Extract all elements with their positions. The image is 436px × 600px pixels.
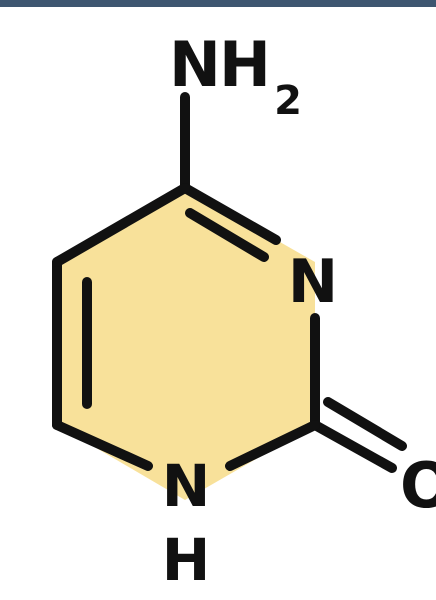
amine-n-label: N [169,28,221,101]
bond-n1-c6 [52,420,153,471]
nh-n-label: N [162,452,211,520]
bond-c4-n3 [180,183,281,245]
bond-c2-o-double [323,397,407,451]
carbonyl-o-label: O [400,449,436,522]
bonds [52,92,407,473]
bond-c5-c4 [52,183,190,267]
bond-c4-n3-double [185,208,269,262]
ring-n-label: N [288,247,338,317]
amine-subscript-label: 2 [274,78,302,124]
bond-c2-n1 [225,420,320,471]
top-bar [0,0,436,7]
nh-h-label: H [162,526,211,594]
amine-h-label: H [219,28,271,101]
bond-c2-o [310,420,397,473]
ring-fill [57,188,315,500]
